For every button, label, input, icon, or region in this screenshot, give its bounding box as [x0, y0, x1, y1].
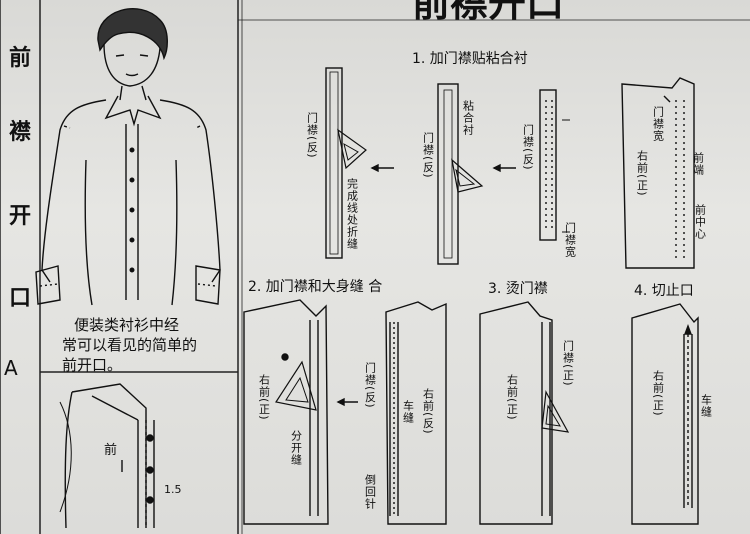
placket-rev-label-2: 门襟(反) — [421, 132, 435, 179]
banner-title: 前襟开口 — [412, 0, 564, 25]
step4-drawing — [631, 303, 699, 525]
placket-rev-label-3: 门襟(反) — [521, 124, 535, 171]
front-end-label: 前端 — [691, 152, 705, 176]
step1-drawing — [325, 67, 695, 269]
detail-drawing — [59, 383, 155, 529]
s2-placket-rev-label: 门襟(反) — [363, 362, 377, 409]
right-front-up-label: 右前(正) — [635, 150, 649, 197]
s2-right-front-up-label: 右前(正) — [257, 374, 271, 421]
s4-right-front-up-label: 右前(正) — [651, 370, 665, 417]
step2-drawing — [243, 299, 447, 525]
center-front-label: 前中心 — [693, 204, 707, 240]
side-title-char-3: 开 — [9, 204, 32, 229]
step2-title: 2. 加门襟和大身缝 合 — [248, 279, 383, 295]
side-title-char-1: 前 — [9, 46, 32, 71]
placket-width-label-2: 门襟宽 — [651, 106, 665, 142]
s2-backstitch-label: 倒回针 — [363, 474, 377, 510]
fold-line-label: 完成线处折缝 — [345, 178, 359, 250]
step1-title: 1. 加门襟贴粘合衬 — [412, 51, 528, 67]
side-title-letter: A — [4, 356, 18, 380]
placket-rev-label-1: 门襟(反) — [305, 112, 319, 159]
woman-figure — [35, 8, 221, 306]
step4-title: 4. 切止口 — [634, 283, 694, 299]
caption-line-1: 便装类衬衫中经 — [74, 316, 180, 334]
s2-stitch-label: 车缝 — [401, 400, 415, 424]
detail-front-label: 前 — [104, 443, 118, 458]
detail-dim-label: 1.5 — [164, 483, 182, 496]
step3-title: 3. 烫门襟 — [488, 281, 548, 297]
caption-line-2: 常可以看见的简单的 — [62, 336, 198, 354]
s3-placket-up-label: 门襟(正) — [561, 340, 575, 387]
interfacing-label: 粘合衬 — [461, 100, 475, 136]
s2-right-front-rev-label: 右前(反) — [421, 388, 435, 435]
side-title-char-4: 口 — [9, 286, 32, 311]
side-title-char-2: 襟 — [9, 120, 32, 145]
s4-stitch-label: 车缝 — [699, 394, 713, 418]
step3-drawing — [479, 301, 570, 525]
caption-line-3: 前开口。 — [62, 356, 123, 374]
placket-width-label-1: 门襟宽 — [563, 222, 577, 258]
s3-right-front-up-label: 右前(正) — [505, 374, 519, 421]
s2-split-seam-label: 分开缝 — [289, 430, 303, 466]
